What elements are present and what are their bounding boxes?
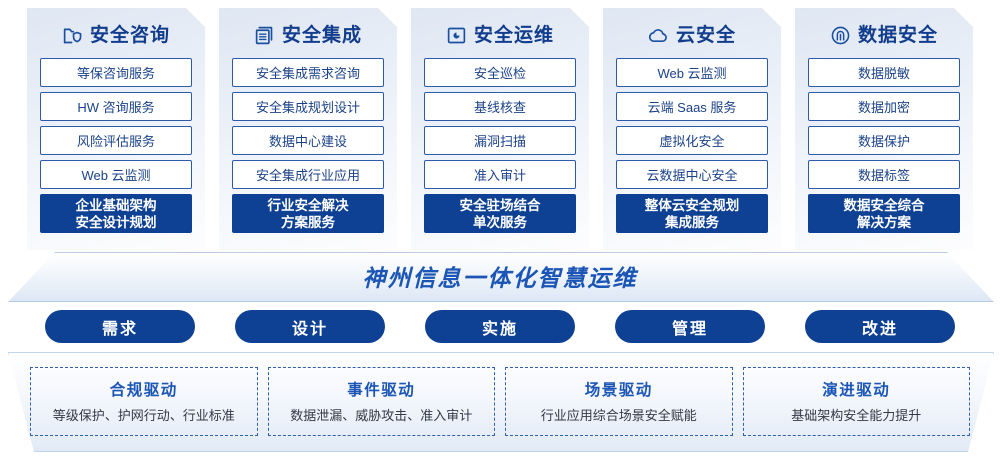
folder-shield-icon [62,25,83,46]
service-item[interactable]: 云端 Saas 服务 [616,92,768,121]
column-title: 云安全 [675,24,736,46]
service-item[interactable]: 基线核查 [424,92,576,121]
service-column-cloud-security[interactable]: 云安全 Web 云监测 云端 Saas 服务 虚拟化安全 云数据中心安全 整体云… [603,8,781,250]
service-item[interactable]: 数据保护 [808,126,960,155]
column-header: 安全咨询 [40,12,192,58]
driver-subtitle: 基础架构安全能力提升 [791,408,922,423]
column-title: 安全运维 [473,24,554,46]
driver-evolution[interactable]: 演进驱动 基础架构安全能力提升 [742,366,970,436]
service-highlight[interactable]: 安全驻场结合 单次服务 [424,194,576,233]
column-title: 数据安全 [857,24,938,46]
service-item[interactable]: 云数据中心安全 [616,160,768,189]
driver-title: 合规驱动 [109,382,178,399]
column-header: 安全运维 [424,12,576,58]
service-item[interactable]: 风险评估服务 [40,126,192,155]
service-highlight[interactable]: 数据安全综合 解决方案 [808,194,960,233]
service-item[interactable]: 漏洞扫描 [424,126,576,155]
lifecycle-pill-requirements[interactable]: 需求 [45,310,195,343]
lifecycle-pills: 需求 设计 实施 管理 改进 [0,310,1000,343]
driver-title: 事件驱动 [347,382,416,399]
service-highlight[interactable]: 行业安全解决 方案服务 [232,194,384,233]
service-highlight[interactable]: 企业基础架构 安全设计规划 [40,194,192,233]
column-header: 安全集成 [232,12,384,58]
highlight-line-1: 数据安全综合 [843,197,925,213]
service-item[interactable]: Web 云监测 [40,160,192,189]
service-item[interactable]: 安全巡检 [424,58,576,87]
service-item[interactable]: 安全集成需求咨询 [232,58,384,87]
platform-banner [8,252,994,302]
driver-title: 场景驱动 [584,382,653,399]
driver-subtitle: 数据泄漏、威胁攻击、准入审计 [290,408,473,423]
highlight-line-1: 企业基础架构 [75,197,157,213]
highlight-line-2: 单次服务 [473,214,527,230]
service-item[interactable]: HW 咨询服务 [40,92,192,121]
highlight-line-2: 安全设计规划 [75,214,157,230]
service-item[interactable]: 准入审计 [424,160,576,189]
driver-incident[interactable]: 事件驱动 数据泄漏、威胁攻击、准入审计 [267,366,495,436]
service-item[interactable]: Web 云监测 [616,58,768,87]
service-column-data-security[interactable]: 数据安全 数据脱敏 数据加密 数据保护 数据标签 数据安全综合 解决方案 [795,8,973,250]
highlight-line-1: 行业安全解决 [267,197,349,213]
highlight-line-1: 安全驻场结合 [459,197,541,213]
service-item[interactable]: 安全集成行业应用 [232,160,384,189]
service-columns: 安全咨询 等保咨询服务 HW 咨询服务 风险评估服务 Web 云监测 企业基础架… [0,8,1000,256]
drivers-list: 合规驱动 等级保护、护网行动、行业标准 事件驱动 数据泄漏、威胁攻击、准入审计 … [8,352,992,450]
service-highlight[interactable]: 整体云安全规划 集成服务 [616,194,768,233]
lifecycle-pill-design[interactable]: 设计 [235,310,385,343]
highlight-line-2: 方案服务 [281,214,335,230]
lifecycle-pill-management[interactable]: 管理 [615,310,765,343]
driver-compliance[interactable]: 合规驱动 等级保护、护网行动、行业标准 [30,366,258,436]
service-item[interactable]: 等保咨询服务 [40,58,192,87]
highlight-line-2: 集成服务 [665,214,719,230]
cloud-icon [648,25,669,46]
column-header: 云安全 [616,12,768,58]
service-column-security-integration[interactable]: 安全集成 安全集成需求咨询 安全集成规划设计 数据中心建设 安全集成行业应用 行… [219,8,397,250]
highlight-line-2: 解决方案 [857,214,911,230]
fingerprint-icon [830,25,851,46]
lifecycle-pill-implementation[interactable]: 实施 [425,310,575,343]
driver-subtitle: 行业应用综合场景安全赋能 [540,408,697,423]
service-item[interactable]: 数据加密 [808,92,960,121]
service-column-security-operations[interactable]: 安全运维 安全巡检 基线核查 漏洞扫描 准入审计 安全驻场结合 单次服务 [411,8,589,250]
service-item[interactable]: 安全集成规划设计 [232,92,384,121]
stacked-layers-icon [254,25,275,46]
lifecycle-pill-improvement[interactable]: 改进 [805,310,955,343]
service-item[interactable]: 数据标签 [808,160,960,189]
driver-scenario[interactable]: 场景驱动 行业应用综合场景安全赋能 [505,366,733,436]
column-title: 安全咨询 [89,24,170,46]
driver-title: 演进驱动 [822,382,891,399]
highlight-line-1: 整体云安全规划 [644,197,740,213]
service-item[interactable]: 数据中心建设 [232,126,384,155]
service-column-security-consulting[interactable]: 安全咨询 等保咨询服务 HW 咨询服务 风险评估服务 Web 云监测 企业基础架… [27,8,205,250]
column-title: 安全集成 [281,24,362,46]
monitor-chart-icon [446,25,467,46]
driver-subtitle: 等级保护、护网行动、行业标准 [52,408,235,423]
service-item[interactable]: 虚拟化安全 [616,126,768,155]
column-header: 数据安全 [808,12,960,58]
service-item[interactable]: 数据脱敏 [808,58,960,87]
